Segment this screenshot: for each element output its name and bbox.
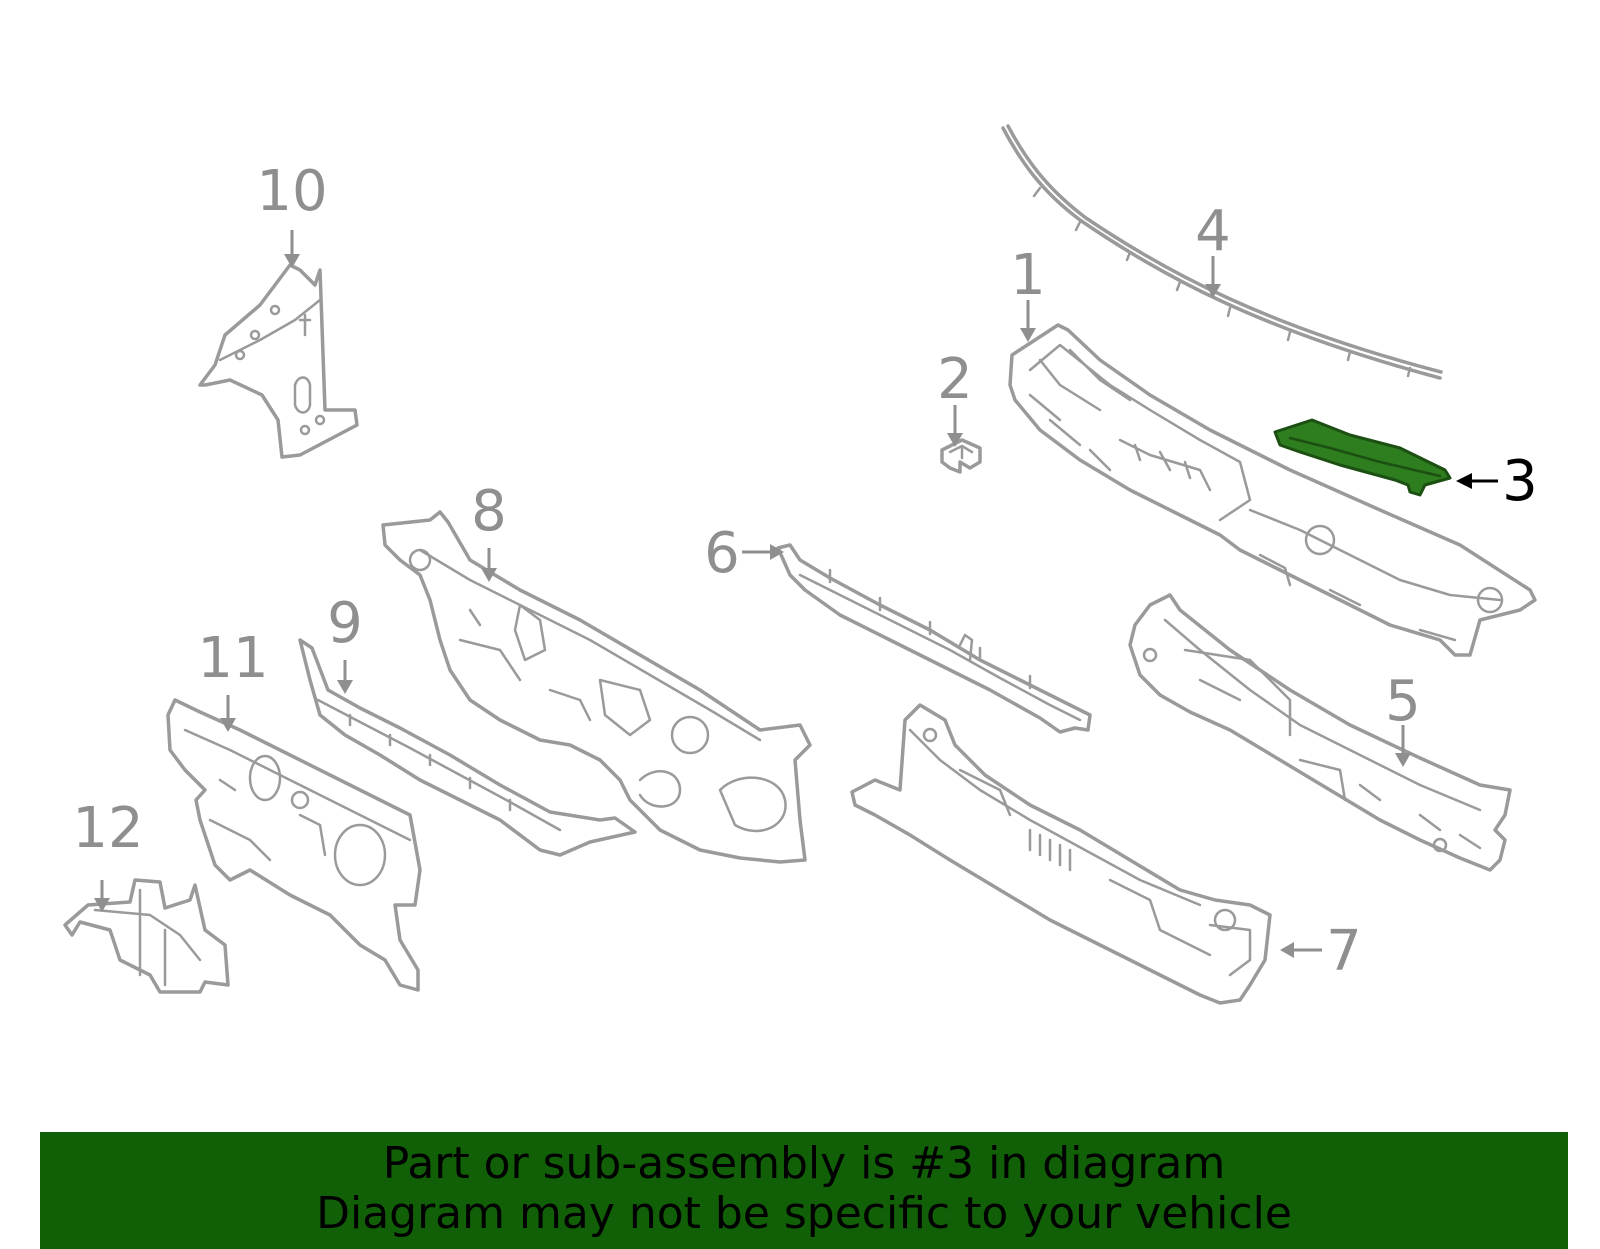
info-banner: Part or sub-assembly is #3 in diagram Di…	[40, 1132, 1568, 1249]
callout-10[interactable]: 10	[256, 159, 327, 224]
callout-8[interactable]: 8	[471, 479, 507, 544]
callout-1[interactable]: 1	[1010, 243, 1046, 308]
callout-labels: 1 2 3 4 5 6 7 8 9 10 11 12	[72, 159, 1537, 984]
banner-line-disclaimer: Diagram may not be specific to your vehi…	[316, 1188, 1292, 1239]
part-9-reinforcement[interactable]	[298, 638, 637, 857]
callout-6[interactable]: 6	[704, 521, 740, 586]
callout-2[interactable]: 2	[937, 347, 973, 412]
part-8-dash-panel[interactable]	[381, 510, 812, 864]
part-4-seal[interactable]	[1001, 124, 1443, 380]
part-7-lower-cowl[interactable]	[850, 703, 1272, 1005]
callout-7[interactable]: 7	[1326, 919, 1362, 984]
callout-12[interactable]: 12	[72, 796, 143, 861]
part-2-clip[interactable]	[940, 438, 982, 474]
callout-arrows	[94, 230, 1498, 958]
callout-3-highlighted[interactable]: 3	[1502, 449, 1538, 514]
callout-4[interactable]: 4	[1195, 199, 1231, 264]
callout-11[interactable]: 11	[197, 626, 268, 691]
part-1-cowl-panel[interactable]	[1008, 323, 1537, 657]
banner-line-part-info: Part or sub-assembly is #3 in diagram	[382, 1138, 1226, 1189]
part-11-inner-dash[interactable]	[166, 698, 422, 992]
part-5-cowl-inner[interactable]	[1128, 593, 1512, 872]
callout-5[interactable]: 5	[1385, 669, 1421, 734]
part-6-cross-member[interactable]	[776, 543, 1092, 734]
part-3-cowl-cover-highlighted[interactable]	[1273, 418, 1452, 497]
part-12-small-bracket[interactable]	[63, 878, 230, 994]
part-10-side-bracket[interactable]	[198, 263, 359, 459]
callout-9[interactable]: 9	[327, 591, 363, 656]
